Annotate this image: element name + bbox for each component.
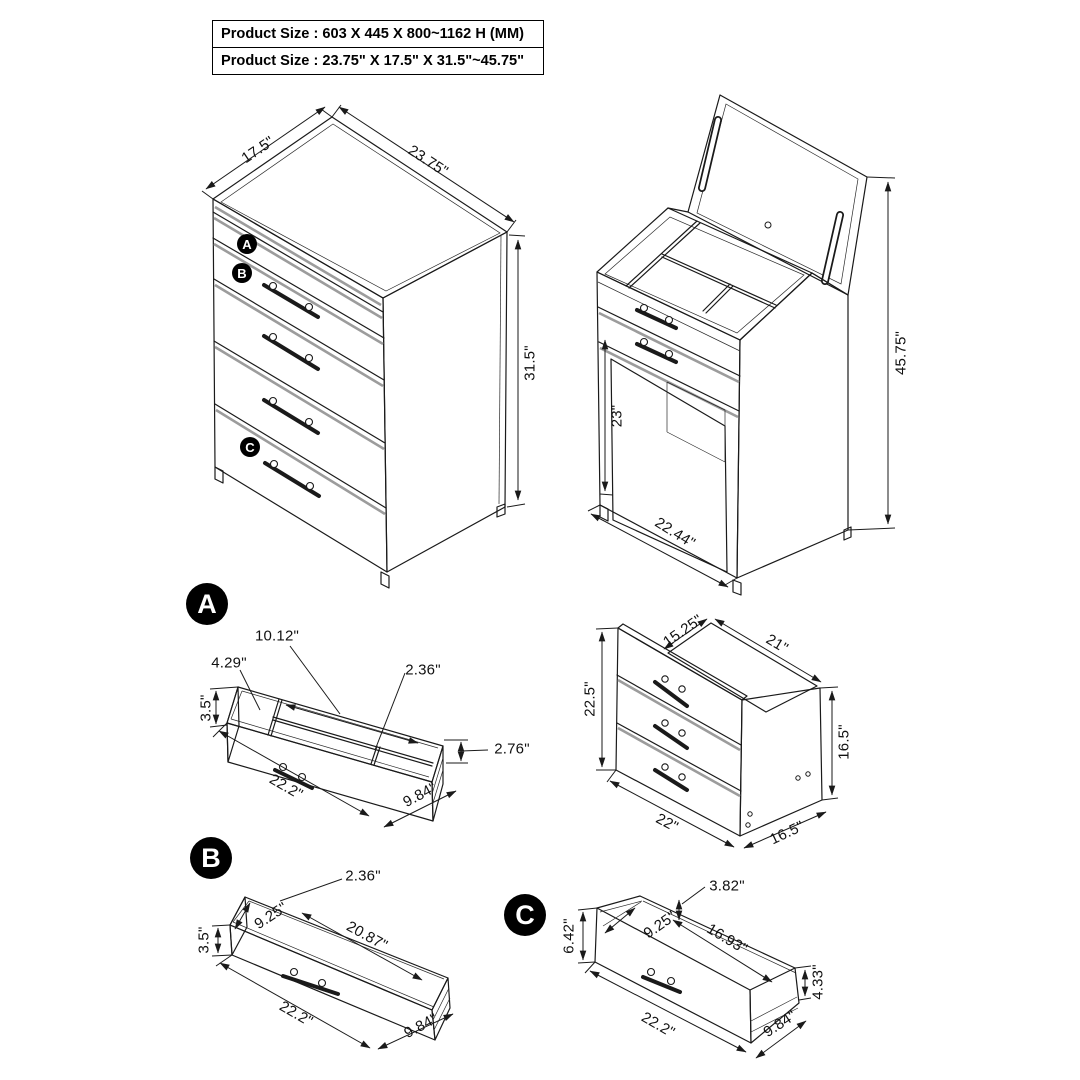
drawer-marker-a: A <box>237 234 257 254</box>
product-size-inches: Product Size : 23.75" X 17.5" X 31.5"~45… <box>213 47 543 74</box>
dim-a-inner-back: 10.12" <box>254 627 300 645</box>
chest-line-art <box>201 104 526 589</box>
detail-b-figure: 2.36" 9.25" 20.87" 3.5" 22.2" 9.84" B <box>170 830 500 1080</box>
chest-body <box>212 116 508 589</box>
dim-c-side-height: 4.33" <box>809 964 827 1000</box>
detail-a-line-art <box>209 645 489 828</box>
dim-a-wall-height: 3.5" <box>197 694 215 722</box>
detail-c-figure: 3.82" 9.25" 16.93" 6.42" 4.33" 22.2" 9.8… <box>490 860 890 1080</box>
drawer-unit-body <box>615 622 823 837</box>
chest-figure: 17.5" 23.75" 31.5" A B C <box>175 95 565 595</box>
drawer-unit-line-art <box>595 618 839 849</box>
dim-vanity-height: 45.75" <box>892 330 910 376</box>
dim-chest-height: 31.5" <box>521 345 539 381</box>
chest-dimension-lines <box>201 104 526 508</box>
detail-a-dimension-lines <box>209 645 489 828</box>
dim-b-wall-height: 3.5" <box>195 926 213 954</box>
drawer-unit-dimension-lines <box>595 618 839 849</box>
drawer-marker-c: C <box>240 437 260 457</box>
section-marker-a: A <box>186 583 228 625</box>
section-marker-b: B <box>190 837 232 879</box>
vanity-body <box>596 94 868 596</box>
vanity-dimension-lines <box>587 176 896 588</box>
detail-b-dimension-lines <box>211 878 454 1050</box>
detail-a-figure: 10.12" 4.29" 2.36" 3.5" 22.2" 9.84" 2.76… <box>180 580 550 830</box>
product-size-box: Product Size : 603 X 445 X 800~1162 H (M… <box>212 20 544 75</box>
dim-a-front-height: 2.76" <box>494 740 530 758</box>
dim-vanity-knee-height: 23" <box>608 404 626 428</box>
detail-c-line-art <box>577 886 812 1059</box>
product-size-mm: Product Size : 603 X 445 X 800~1162 H (M… <box>221 26 524 42</box>
detail-c-dimension-lines <box>577 886 812 1059</box>
drawer-unit-figure: 15.25" 21" 22.5" 16.5" 22" 16.5" <box>570 590 890 860</box>
vanity-figure: 45.75" 23" 22.44" <box>575 78 915 598</box>
dim-a-left-compartment: 4.29" <box>211 654 247 672</box>
dim-unit-right-height: 16.5" <box>835 724 853 760</box>
dim-unit-left-height: 22.5" <box>581 681 599 717</box>
dim-c-back-height: 3.82" <box>709 877 745 895</box>
drawer-marker-b: B <box>232 263 252 283</box>
dim-b-divider: 2.36" <box>345 867 381 885</box>
dim-a-divider: 2.36" <box>405 661 441 679</box>
detail-b-line-art <box>211 878 454 1050</box>
vanity-line-art <box>587 94 896 596</box>
dim-c-front-height: 6.42" <box>560 918 578 954</box>
section-marker-c: C <box>504 894 546 936</box>
